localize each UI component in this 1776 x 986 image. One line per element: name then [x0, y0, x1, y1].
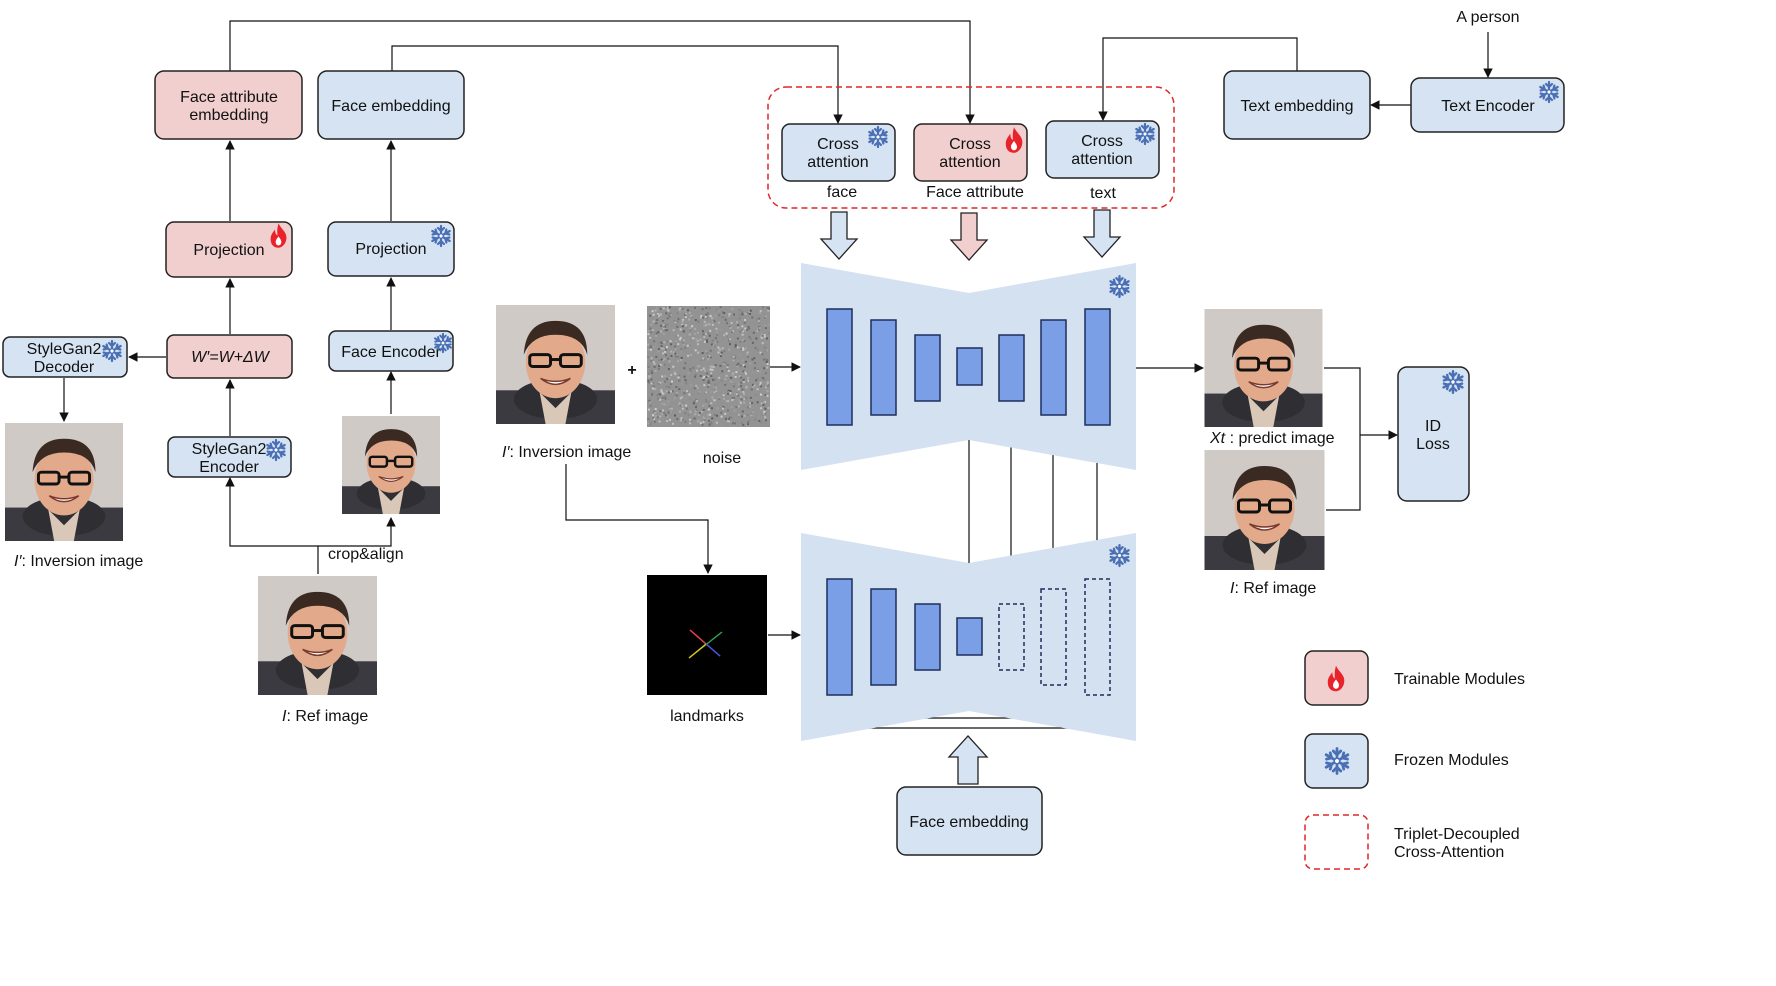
unet-block [998, 334, 1025, 402]
id-loss-box: ID Loss [1397, 366, 1470, 502]
face-embedding-label: Face embedding [331, 98, 450, 115]
face-attr-line1: Face attribute [180, 89, 278, 106]
cross-attention-attr-line2: attention [939, 154, 1000, 171]
svg-text:Xt : predict image: Xt : predict image [1209, 430, 1335, 447]
legend-triplet-line2: Cross-Attention [1394, 844, 1504, 861]
inversion-caption-middle: I′: Inversion image [502, 444, 631, 461]
hollow-arrow-up [947, 735, 989, 785]
inversion-caption-left: I′: Inversion image [14, 553, 143, 570]
text-encoder-box: Text Encoder [1410, 77, 1565, 133]
face-embedding-bottom-label: Face embedding [909, 814, 1028, 831]
crop-align-label: crop&align [328, 546, 404, 563]
svg-text:I′: Inversion image: I′: Inversion image [14, 553, 143, 570]
cross-attention-face-line2: attention [807, 154, 868, 171]
attr-route-line [229, 20, 975, 124]
projection-trainable-box: Projection [165, 221, 293, 278]
inversion-image-middle [496, 305, 615, 424]
noise-caption: noise [703, 450, 741, 467]
stylegan-encoder-line2: Encoder [199, 459, 259, 476]
cropped-face-image [342, 415, 440, 515]
svg-text:I: Ref image: I: Ref image [1230, 580, 1316, 597]
landmarks-image [647, 575, 767, 695]
ref-image-right [1204, 450, 1325, 570]
svg-text:I′: Inversion image: I′: Inversion image [502, 444, 631, 461]
legend-trainable-label: Trainable Modules [1394, 671, 1525, 688]
text-embedding-label: Text embedding [1241, 98, 1354, 115]
text-encoder-label: Text Encoder [1441, 98, 1535, 115]
predict-caption: Xt : predict image [1209, 430, 1335, 447]
cross-attention-attr-caption: Face attribute [926, 184, 1024, 201]
face-attribute-embedding-box: Face attribute embedding [154, 70, 303, 140]
controlnet-block-dashed [1084, 578, 1111, 696]
landmarks-caption: landmarks [670, 708, 744, 725]
id-loss-line1: ID [1425, 418, 1441, 435]
face-encoder-box: Face Encoder [328, 330, 454, 372]
unet-block [1084, 308, 1111, 426]
unet-blocks [826, 308, 1111, 426]
ref-caption-left: I: Ref image [282, 708, 368, 725]
legend-triplet-line1: Triplet-Decoupled [1394, 826, 1520, 843]
unet-block [914, 334, 941, 402]
projection-trainable-label: Projection [193, 242, 264, 259]
w-prime-label: W′=W+ΔW [191, 349, 271, 366]
controlnet-block-dashed [1040, 588, 1067, 686]
id-loss-line2: Loss [1416, 436, 1450, 453]
cross-attention-face-box: Cross attention [781, 123, 896, 182]
noise-image [647, 306, 770, 427]
cross-attention-face-line1: Cross [817, 136, 859, 153]
hollow-arrow-text [1082, 209, 1122, 258]
ref-image-left [258, 575, 377, 696]
face-route-line [391, 45, 843, 124]
controlnet-block [914, 603, 941, 671]
legend-frozen-label: Frozen Modules [1394, 752, 1509, 769]
legend-frozen: Frozen Modules [1304, 733, 1509, 789]
text-embedding-box: Text embedding [1223, 70, 1371, 140]
w-prime-box: W′=W+ΔW [166, 334, 293, 379]
cross-attention-attr-line1: Cross [949, 136, 991, 153]
cross-attention-text-line1: Cross [1081, 133, 1123, 150]
cross-attention-text-caption: text [1090, 185, 1116, 202]
hollow-arrow-face [819, 211, 859, 260]
controlnet-block [870, 588, 897, 686]
stylegan-decoder-line1: StyleGan2 [27, 341, 102, 358]
face-encoder-label: Face Encoder [341, 344, 441, 361]
face-embedding-top-box: Face embedding [317, 70, 465, 140]
legend: Trainable Modules Frozen Modules Triplet… [1304, 650, 1525, 870]
unet-block [956, 347, 983, 386]
triplet-decoupled-region [767, 86, 1175, 209]
projection-frozen-box: Projection [327, 221, 455, 277]
unet-block [870, 319, 897, 416]
text-route-line [1098, 37, 1298, 121]
projection-frozen-label: Projection [355, 241, 426, 258]
controlnet-block [826, 578, 853, 696]
legend-trainable: Trainable Modules [1304, 650, 1525, 706]
stylegan-decoder-box: StyleGan2 Decoder [2, 336, 128, 378]
stylegan-decoder-line2: Decoder [34, 359, 95, 376]
cross-attention-attr-box: Cross attention [913, 123, 1028, 182]
svg-text:I: Ref image: I: Ref image [282, 708, 368, 725]
ref-caption-right: I: Ref image [1230, 580, 1316, 597]
inversion-image-left [5, 423, 123, 541]
plus-sign: + [627, 362, 636, 379]
face-attr-line2: embedding [189, 107, 268, 124]
predict-image [1204, 309, 1323, 427]
controlnet-block [956, 617, 983, 656]
face-embedding-bottom-box: Face embedding [896, 786, 1043, 856]
unet-block [826, 308, 853, 426]
cross-attention-text-box: Cross attention [1045, 120, 1160, 179]
controlnet-blocks [826, 578, 1111, 696]
cross-attention-face-caption: face [827, 184, 857, 201]
a-person-label: A person [1456, 9, 1519, 26]
cross-attention-text-line2: attention [1071, 151, 1132, 168]
stylegan-encoder-line1: StyleGan2 [192, 441, 267, 458]
stylegan-encoder-box: StyleGan2 Encoder [167, 436, 292, 478]
controlnet-block-dashed [998, 603, 1025, 671]
unet-block [1040, 319, 1067, 416]
legend-triplet: Triplet-Decoupled Cross-Attention [1304, 814, 1520, 870]
hollow-arrow-attr [949, 212, 989, 261]
